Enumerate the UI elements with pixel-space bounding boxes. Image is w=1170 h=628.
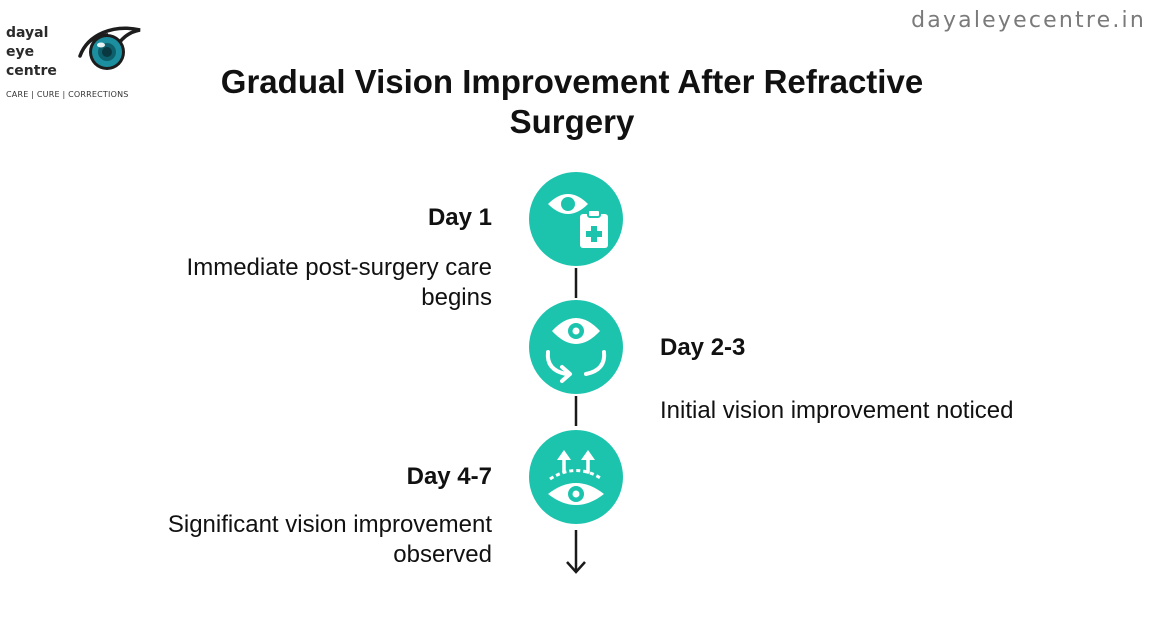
step-3-description: Significant vision improvement observed <box>167 511 492 568</box>
eye-rotate-icon <box>529 300 623 394</box>
step-1-description: Immediate post-surgery care begins <box>186 254 492 311</box>
brand-tagline: CARE | CURE | CORRECTIONS <box>6 90 129 99</box>
brand-logo: dayal eye centre CARE | CURE | CORRECTIO… <box>6 24 156 104</box>
eye-clipboard-icon <box>529 172 623 266</box>
arrow-down-icon <box>566 530 586 574</box>
brand-name: dayal eye centre <box>6 24 57 81</box>
step-2-description: Initial vision improvement noticed <box>660 397 1014 424</box>
step-3-title: Day 4-7 <box>406 463 492 490</box>
eye-arrows-up-icon <box>529 430 623 524</box>
brand-name-line-2: eye <box>6 44 35 60</box>
brand-name-line-3: centre <box>6 63 57 79</box>
step-1-title: Day 1 <box>427 204 492 231</box>
page-title: Gradual Vision Improvement After Refract… <box>220 63 924 140</box>
website-link[interactable]: dayaleyecentre.in <box>911 8 1146 33</box>
step-2-title: Day 2-3 <box>660 334 746 361</box>
eye-logo-icon <box>78 26 141 70</box>
brand-name-line-1: dayal <box>6 25 49 41</box>
